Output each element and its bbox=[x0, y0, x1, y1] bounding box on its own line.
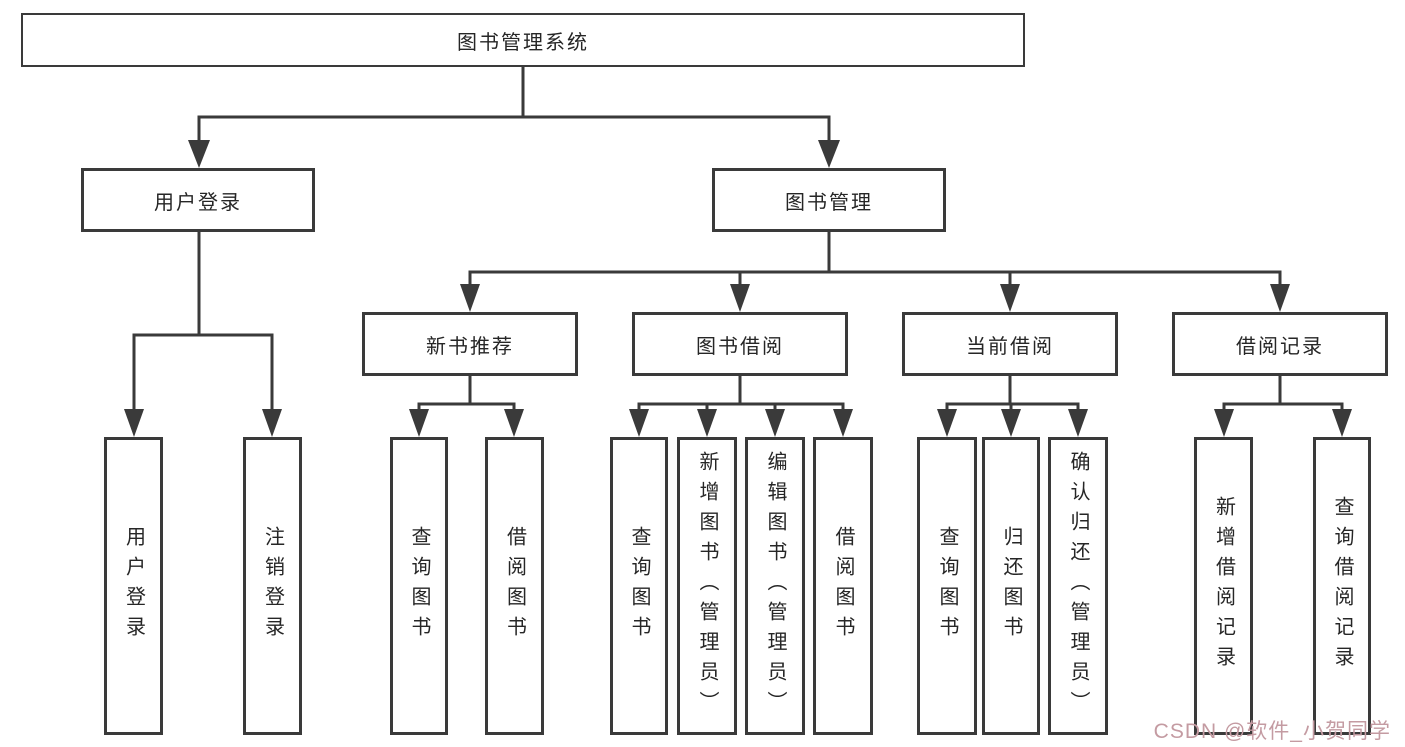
node-root-label: 图书管理系统 bbox=[457, 31, 589, 54]
leaf-confirm-return-admin-label: 确认归还（管理员） bbox=[1067, 451, 1089, 721]
leaf-logout-label: 注销登录 bbox=[261, 526, 284, 646]
leaf-query-books-borrowing-label: 查询图书 bbox=[628, 526, 650, 646]
leaf-query-books-current: 查询图书 bbox=[917, 437, 977, 735]
leaf-logout: 注销登录 bbox=[243, 437, 302, 735]
leaf-edit-books-admin-label: 编辑图书（管理员） bbox=[764, 451, 786, 721]
node-user-login-label: 用户登录 bbox=[154, 191, 242, 214]
node-current-borrowing: 当前借阅 bbox=[902, 312, 1118, 376]
node-new-book-recommend-label: 新书推荐 bbox=[426, 335, 514, 358]
leaf-borrow-books: 借阅图书 bbox=[813, 437, 873, 735]
leaf-edit-books-admin: 编辑图书（管理员） bbox=[745, 437, 805, 735]
node-book-borrowing-label: 图书借阅 bbox=[696, 335, 784, 358]
leaf-confirm-return-admin: 确认归还（管理员） bbox=[1048, 437, 1108, 735]
leaf-borrow-books-label: 借阅图书 bbox=[832, 526, 854, 646]
node-borrowing-records-label: 借阅记录 bbox=[1236, 335, 1324, 358]
node-new-book-recommend: 新书推荐 bbox=[362, 312, 578, 376]
leaf-user-login: 用户登录 bbox=[104, 437, 163, 735]
leaf-user-login-label: 用户登录 bbox=[122, 526, 145, 646]
leaf-return-books: 归还图书 bbox=[982, 437, 1040, 735]
leaf-query-books-recommend-label: 查询图书 bbox=[408, 526, 430, 646]
leaf-borrow-books-recommend: 借阅图书 bbox=[485, 437, 544, 735]
leaf-add-borrow-record: 新增借阅记录 bbox=[1194, 437, 1253, 735]
leaf-query-borrow-record: 查询借阅记录 bbox=[1313, 437, 1371, 735]
node-borrowing-records: 借阅记录 bbox=[1172, 312, 1388, 376]
node-user-login: 用户登录 bbox=[81, 168, 315, 232]
leaf-query-books-borrowing: 查询图书 bbox=[610, 437, 668, 735]
node-book-management-label: 图书管理 bbox=[785, 191, 873, 214]
node-root: 图书管理系统 bbox=[21, 13, 1025, 67]
leaf-query-books-current-label: 查询图书 bbox=[936, 526, 958, 646]
leaf-add-borrow-record-label: 新增借阅记录 bbox=[1212, 496, 1235, 676]
leaf-return-books-label: 归还图书 bbox=[1000, 526, 1022, 646]
node-book-borrowing: 图书借阅 bbox=[632, 312, 848, 376]
csdn-watermark: CSDN @软件_小贺同学 bbox=[1153, 720, 1391, 743]
leaf-query-books-recommend: 查询图书 bbox=[390, 437, 448, 735]
leaf-query-borrow-record-label: 查询借阅记录 bbox=[1331, 496, 1353, 676]
node-book-management: 图书管理 bbox=[712, 168, 946, 232]
leaf-add-books-admin-label: 新增图书（管理员） bbox=[696, 451, 718, 721]
node-current-borrowing-label: 当前借阅 bbox=[966, 335, 1054, 358]
leaf-borrow-books-recommend-label: 借阅图书 bbox=[503, 526, 526, 646]
leaf-add-books-admin: 新增图书（管理员） bbox=[677, 437, 737, 735]
